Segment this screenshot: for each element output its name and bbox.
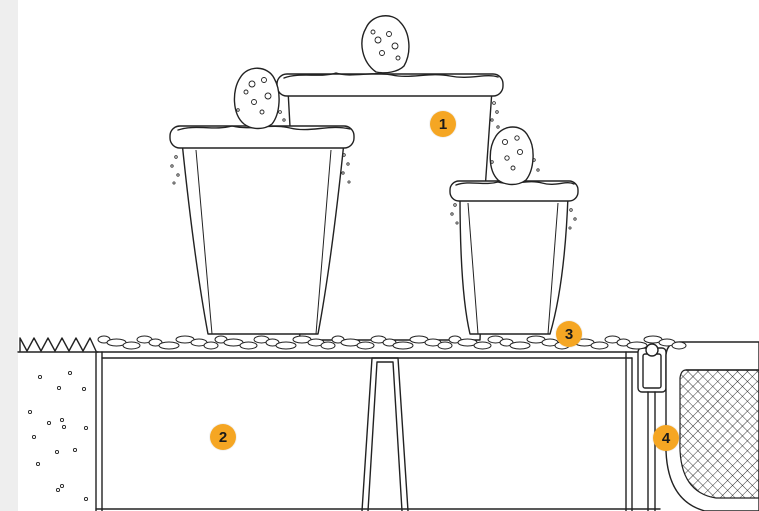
callout-1-label: 1	[439, 116, 447, 133]
pebble	[393, 342, 413, 349]
callout-3-label: 3	[565, 326, 573, 343]
callout-1: 1	[430, 111, 456, 137]
pebble	[438, 342, 452, 349]
pebble	[240, 342, 257, 349]
pebble	[591, 342, 608, 349]
center-support	[362, 358, 408, 511]
pebble	[627, 342, 647, 349]
pebble	[672, 342, 686, 349]
reservoir-basin	[96, 352, 660, 511]
pebble	[321, 342, 335, 349]
left-margin-strip	[0, 0, 18, 511]
pebble	[123, 342, 140, 349]
grass-tufts	[20, 338, 96, 351]
pebble	[276, 342, 296, 349]
pebble	[357, 342, 374, 349]
soil-dots	[28, 371, 87, 500]
callout-4-label: 4	[662, 430, 670, 447]
callout-3: 3	[556, 321, 582, 347]
pebble	[159, 342, 179, 349]
pebble	[204, 342, 218, 349]
callout-2: 2	[210, 424, 236, 450]
callout-4: 4	[653, 425, 679, 451]
pebble	[474, 342, 491, 349]
callout-2-label: 2	[219, 429, 227, 446]
filter-box	[666, 342, 759, 511]
pebble	[510, 342, 530, 349]
